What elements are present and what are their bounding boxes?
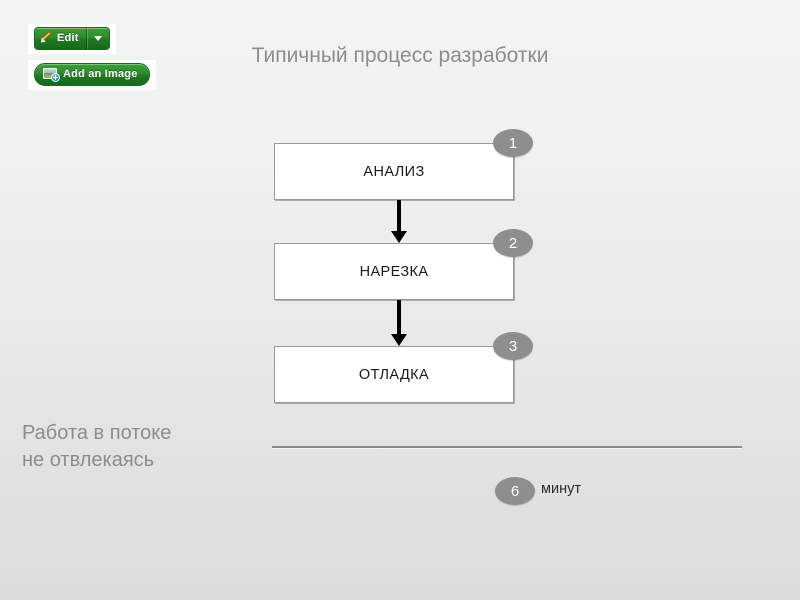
edit-button-divider bbox=[85, 28, 87, 49]
edit-button-dropdown[interactable] bbox=[87, 28, 109, 49]
flow-box-slicing: НАРЕЗКА bbox=[274, 243, 514, 300]
edit-button-label: Edit bbox=[57, 32, 79, 44]
image-plus-icon bbox=[43, 68, 60, 82]
flow-arrow-2 bbox=[391, 300, 407, 346]
flow-box-analysis: АНАЛИЗ bbox=[274, 143, 514, 200]
flow-box-label: АНАЛИЗ bbox=[363, 163, 425, 180]
step-badge-2: 2 bbox=[493, 229, 533, 257]
flow-caption-line-1: Работа в потоке bbox=[22, 422, 172, 444]
flow-box-label: ОТЛАДКА bbox=[358, 366, 430, 383]
pencil-icon bbox=[40, 30, 53, 45]
time-unit-label: минут bbox=[541, 481, 581, 497]
flow-caption-line-2: не отвлекаясь bbox=[22, 449, 155, 471]
flow-arrow-1 bbox=[391, 200, 407, 243]
time-badge: 6 bbox=[495, 477, 535, 505]
edit-button[interactable]: Edit bbox=[34, 27, 110, 50]
add-image-button-container: Add an Image bbox=[28, 60, 156, 90]
add-image-button-label: Add an Image bbox=[63, 68, 138, 80]
step-badge-3: 3 bbox=[493, 332, 533, 360]
flow-caption: Работа в потоке не отвлекаясь bbox=[22, 420, 262, 474]
add-image-button[interactable]: Add an Image bbox=[34, 63, 150, 86]
edit-button-main[interactable]: Edit bbox=[35, 28, 86, 49]
flow-box-debugging: ОТЛАДКА bbox=[274, 346, 514, 403]
flow-box-label: НАРЕЗКА bbox=[359, 263, 429, 280]
chevron-down-icon bbox=[93, 36, 102, 41]
page-title: Типичный процесс разработки bbox=[251, 44, 549, 67]
horizontal-divider bbox=[272, 446, 742, 448]
step-badge-1: 1 bbox=[493, 129, 533, 157]
add-image-button-main[interactable]: Add an Image bbox=[35, 64, 149, 85]
edit-button-container: Edit bbox=[28, 24, 116, 54]
